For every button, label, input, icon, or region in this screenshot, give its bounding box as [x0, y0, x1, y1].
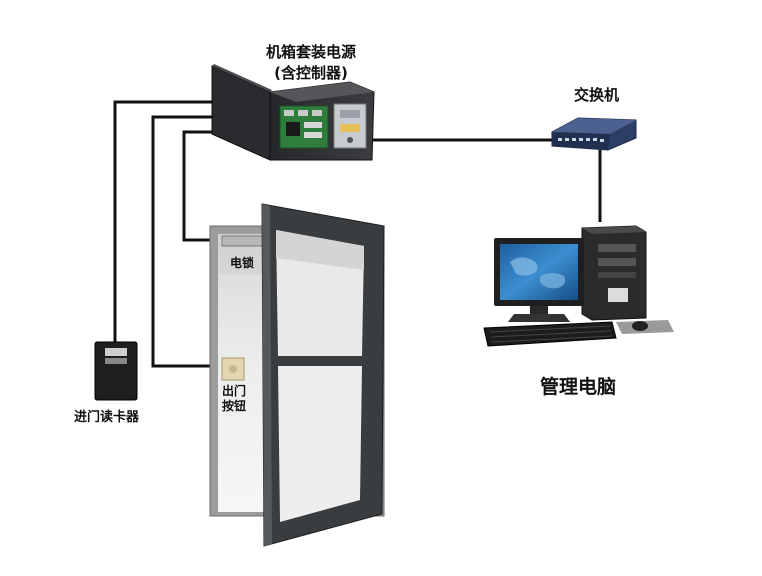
control-box-icon — [211, 64, 375, 161]
management-pc-label: 管理电脑 — [540, 376, 617, 398]
exit-button-label-line1: 出门 — [222, 384, 247, 398]
card-reader-icon — [94, 341, 138, 401]
exit-button-label: 出门 按钮 — [222, 384, 252, 414]
management-pc-icon — [483, 225, 674, 347]
wire-electric-lock — [182, 130, 224, 242]
control-box-label: 机箱套装电源 (含控制器) — [246, 42, 376, 84]
control-box-label-line2: (含控制器) — [274, 64, 348, 82]
switch-icon — [551, 117, 637, 151]
exit-button-icon — [221, 357, 245, 381]
control-box-label-line1: 机箱套装电源 — [265, 43, 356, 61]
wire-card-reader — [113, 100, 217, 344]
wiring — [113, 100, 602, 368]
electric-lock-label: 电锁 — [230, 256, 255, 270]
door-leaf-icon — [261, 203, 385, 547]
switch-label: 交换机 — [574, 86, 620, 104]
wire-exit-button — [151, 115, 220, 368]
exit-button-label-line2: 按钮 — [222, 399, 247, 413]
card-reader-label: 进门读卡器 — [74, 410, 140, 425]
